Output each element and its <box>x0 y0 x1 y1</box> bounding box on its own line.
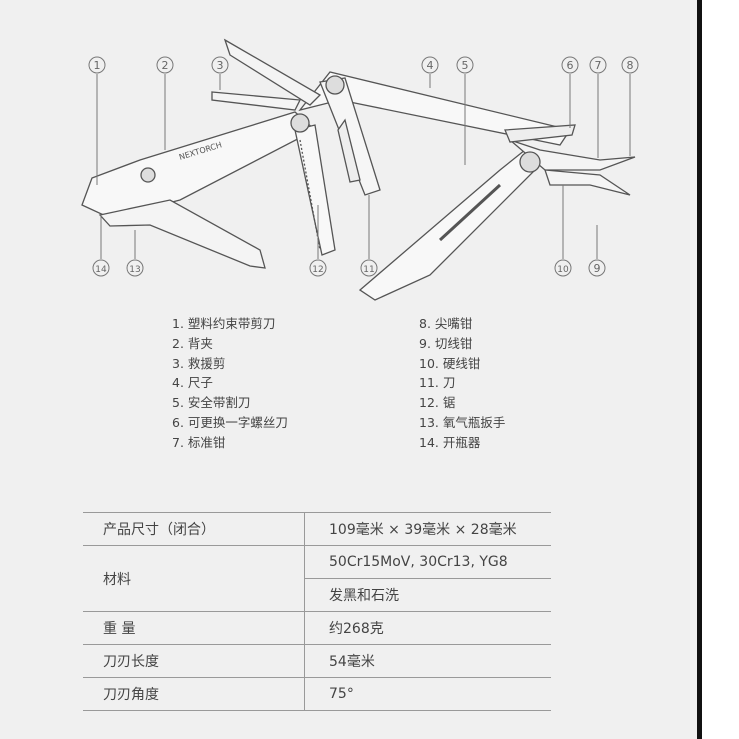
callout-5: 5 <box>456 56 474 74</box>
spec-table: 产品尺寸（闭合） 109毫米 × 39毫米 × 28毫米 材料 50Cr15Mo… <box>83 512 551 711</box>
svg-text:3: 3 <box>217 59 224 72</box>
callout-2: 2 <box>156 56 174 74</box>
callout-7: 7 <box>589 56 607 74</box>
legend-item: 11. 刀 <box>419 375 456 391</box>
spec-label: 刀刃长度 <box>83 644 305 678</box>
svg-text:11: 11 <box>363 265 374 275</box>
svg-text:14: 14 <box>95 265 107 275</box>
table-row: 刀刃长度 54毫米 <box>83 644 551 678</box>
legend-item: 9. 切线钳 <box>419 335 473 351</box>
spec-value: 发黑和石洗 <box>304 578 551 612</box>
table-row: 刀刃角度 75° <box>83 677 551 711</box>
legend-item: 10. 硬线钳 <box>419 355 481 371</box>
callout-10: 10 <box>554 259 572 277</box>
svg-text:9: 9 <box>594 262 601 275</box>
table-row: 产品尺寸（闭合） 109毫米 × 39毫米 × 28毫米 <box>83 512 551 546</box>
table-row: 材料 50Cr15MoV, 30Cr13, YG8 <box>83 545 551 612</box>
svg-text:5: 5 <box>462 59 469 72</box>
multitool-illustration <box>81 38 636 301</box>
callout-markers: 1 2 3 4 5 6 7 8 9 10 11 12 13 14 <box>88 56 639 277</box>
legend-item: 14. 开瓶器 <box>419 434 481 450</box>
svg-text:6: 6 <box>567 59 574 72</box>
svg-text:13: 13 <box>129 265 140 275</box>
svg-text:2: 2 <box>162 59 169 72</box>
svg-text:8: 8 <box>627 59 634 72</box>
callout-14: 14 <box>92 259 110 277</box>
spec-label: 刀刃角度 <box>83 677 305 711</box>
spec-label: 产品尺寸（闭合） <box>83 512 305 546</box>
legend-item: 13. 氧气瓶扳手 <box>419 414 506 430</box>
legend-item: 2. 背夹 <box>172 335 213 351</box>
svg-text:10: 10 <box>557 265 569 275</box>
legend-item: 8. 尖嘴钳 <box>419 316 473 331</box>
callout-lines <box>96 74 631 259</box>
spec-value: 50Cr15MoV, 30Cr13, YG8 <box>304 545 551 579</box>
table-row: 重 量 约268克 <box>83 611 551 645</box>
callout-3: 3 <box>211 56 229 74</box>
parts-legend-right: 8. 尖嘴钳 9. 切线钳 10. 硬线钳 11. 刀 12. 锯 13. 氧气… <box>419 314 505 453</box>
callout-4: 4 <box>421 56 439 74</box>
callout-1: 1 <box>88 56 106 74</box>
callout-12: 12 <box>309 259 327 277</box>
legend-item: 1. 塑料约束带剪刀 <box>172 316 276 331</box>
legend-item: 12. 锯 <box>419 395 456 411</box>
right-edge-bar <box>697 0 702 739</box>
callout-6: 6 <box>561 56 579 74</box>
spec-label: 重 量 <box>83 611 305 645</box>
svg-text:7: 7 <box>595 59 602 72</box>
callout-8: 8 <box>621 56 639 74</box>
callout-9: 9 <box>588 259 606 277</box>
svg-text:12: 12 <box>312 265 323 275</box>
legend-item: 7. 标准钳 <box>172 434 226 450</box>
spec-label: 材料 <box>83 545 305 612</box>
callout-11: 11 <box>360 259 378 277</box>
legend-item: 3. 救援剪 <box>172 355 226 371</box>
spec-value: 109毫米 × 39毫米 × 28毫米 <box>304 512 551 546</box>
spec-value: 约268克 <box>304 611 551 645</box>
svg-text:1: 1 <box>94 59 101 72</box>
spec-value: 75° <box>304 677 551 711</box>
multitool-diagram: NEXTORCH 1 2 3 4 5 6 7 8 9 10 11 12 13 1… <box>81 38 639 301</box>
svg-text:4: 4 <box>427 59 434 72</box>
legend-item: 6. 可更换一字螺丝刀 <box>172 414 288 430</box>
parts-legend-left: 1. 塑料约束带剪刀 2. 背夹 3. 救援剪 4. 尺子 5. 安全带割刀 6… <box>172 314 288 453</box>
spec-value: 54毫米 <box>304 644 551 678</box>
legend-item: 4. 尺子 <box>172 375 213 391</box>
callout-13: 13 <box>126 259 144 277</box>
legend-item: 5. 安全带割刀 <box>172 395 251 411</box>
